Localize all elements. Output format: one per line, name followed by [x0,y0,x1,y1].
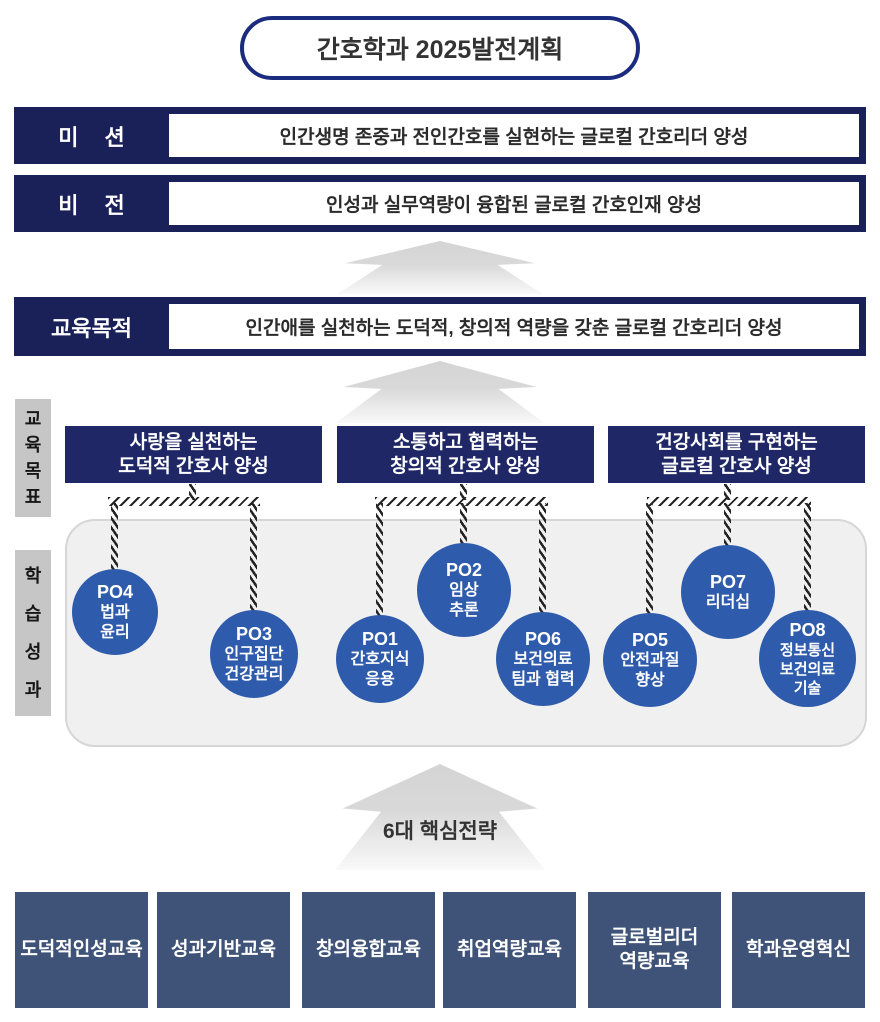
outcome-circle-po6: PO6 보건의료 팀과 협력 [496,612,590,706]
connector-band [647,497,811,506]
connector-string [250,503,257,613]
purpose-content-box: 인간애를 실천하는 도덕적, 창의적 역량을 갖춘 글로컬 간호리더 양성 [169,304,859,349]
strategy-box-4-line1: 취업역량교육 [457,939,562,960]
outcome-id: PO1 [361,628,399,649]
strategy-box-3: 창의융합교육 [302,892,435,1008]
outcomes-side-label: 학습성과 [24,566,42,700]
outcome-id: PO4 [96,581,134,602]
outcome-line: 윤리 [100,623,130,641]
strategy-box-2-line1: 성과기반교육 [171,939,276,960]
outcome-circle-po5: PO5 안전과질 향상 [603,613,697,707]
outcome-circle-po2: PO2 임상 추론 [417,543,511,637]
strategy-box-5-line1: 글로벌리더 [610,927,699,948]
outcome-circle-po4: PO4 법과 윤리 [72,569,158,655]
connector-string [539,503,546,615]
connector-stub [189,484,196,500]
goal-box-1: 사랑을 실천하는 도덕적 간호사 양성 [65,426,322,483]
outcome-id: PO8 [789,619,826,640]
goal-box-2-line1: 소통하고 협력하는 [392,431,539,453]
connector-string [804,503,811,613]
connector-string [376,503,383,618]
outcome-circle-po7: PO7 리더십 [681,545,775,639]
mission-text: 인간생명 존중과 전인간호를 실현하는 글로컬 간호리더 양성 [279,127,749,148]
diagram-title: 간호학과 2025발전계획 [316,36,564,64]
outcome-line: 기술 [793,679,822,697]
outcome-line: 간호지식 [350,650,410,668]
outcome-line: 보건의료 [513,650,573,668]
vision-bar: 비 전 인성과 실무역량이 융합된 글로컬 간호인재 양성 [14,175,866,232]
goal-box-1-line1: 사랑을 실천하는 [129,431,258,453]
connector-stub [724,484,731,500]
outcome-id: PO2 [445,559,483,580]
outcome-line: 법과 [100,603,130,621]
outcome-line: 인구집단 [224,645,284,663]
vision-text: 인성과 실무역량이 융합된 글로컬 간호인재 양성 [326,195,702,216]
goals-side-label: 교육목표 [24,409,42,507]
outcome-id: PO6 [524,628,562,649]
connector-string [460,503,467,547]
strategy-box-2: 성과기반교육 [157,892,290,1008]
goal-box-1-line2: 도덕적 간호사 양성 [118,455,269,477]
connector-string [724,503,731,548]
mission-content-box: 인간생명 존중과 전인간호를 실현하는 글로컬 간호리더 양성 [169,114,859,157]
strategy-box-3-line1: 창의융합교육 [316,939,421,960]
diagram-title-pill: 간호학과 2025발전계획 [240,16,640,80]
up-arrow-icon [337,241,543,294]
goals-side-label-box: 교육목표 [15,399,51,517]
connector-stub [460,484,467,500]
outcome-id: PO7 [709,571,747,592]
outcome-line: 팀과 협력 [511,670,575,688]
purpose-text: 인간애를 실천하는 도덕적, 창의적 역량을 갖춘 글로컬 간호리더 양성 [245,318,783,339]
strategy-arrow-icon: 6대 핵심전략 [335,764,545,870]
mission-bar: 미 션 인간생명 존중과 전인간호를 실현하는 글로컬 간호리더 양성 [14,107,866,164]
strategy-box-4: 취업역량교육 [443,892,576,1008]
strategy-box-6: 학과운영혁신 [732,892,865,1008]
outcome-line: 리더십 [705,593,751,611]
outcomes-side-label-box: 학습성과 [15,550,51,716]
connector-string [646,503,653,616]
outcome-line: 응용 [365,670,395,688]
outcome-id: PO5 [631,629,669,650]
outcome-line: 향상 [635,671,665,689]
up-arrow-icon [335,361,545,423]
strategy-box-1-line1: 도덕적인성교육 [20,939,143,960]
outcome-line: 추론 [449,601,479,619]
outcome-line: 건강관리 [224,665,284,683]
goal-box-3-line1: 건강사회를 구현하는 [655,431,818,453]
outcome-line: 임상 [449,581,479,599]
goal-box-3-line2: 글로컬 간호사 양성 [661,455,812,477]
outcome-id: PO3 [235,623,273,644]
goal-box-2-line2: 창의적 간호사 양성 [390,455,541,477]
connector-band [375,497,548,506]
outcome-circle-po8: PO8 정보통신 보건의료 기술 [759,610,856,707]
goal-box-2: 소통하고 협력하는 창의적 간호사 양성 [337,426,594,483]
strategy-box-6-line1: 학과운영혁신 [746,939,851,960]
outcome-line: 보건의료 [779,660,836,678]
strategy-box-5-line2: 역량교육 [619,951,690,972]
outcome-circle-po1: PO1 간호지식 응용 [336,615,424,703]
purpose-label: 교육목적 [51,315,132,341]
mission-label: 미 션 [58,124,125,150]
goal-box-3: 건강사회를 구현하는 글로컬 간호사 양성 [608,426,865,483]
outcome-line: 정보통신 [779,641,836,659]
outcome-line: 안전과질 [620,651,680,669]
strategy-arrow-label: 6대 핵심전략 [382,819,498,843]
strategy-box-5: 글로벌리더 역량교육 [588,892,721,1008]
strategy-box-1: 도덕적인성교육 [15,892,148,1008]
vision-label: 비 전 [58,192,125,218]
purpose-bar: 교육목적 인간애를 실천하는 도덕적, 창의적 역량을 갖춘 글로컬 간호리더 … [14,297,866,356]
connector-string [111,503,118,573]
connector-band [108,497,260,506]
outcome-circle-po3: PO3 인구집단 건강관리 [210,610,298,698]
vision-content-box: 인성과 실무역량이 융합된 글로컬 간호인재 양성 [169,182,859,225]
